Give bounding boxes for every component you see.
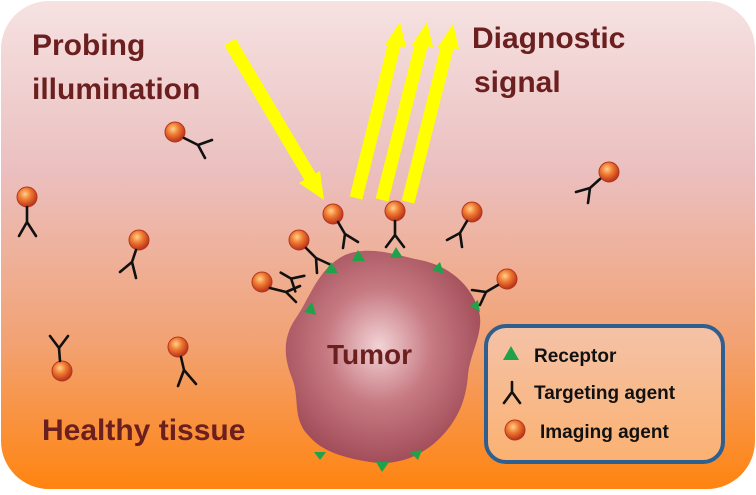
free-imaging-agents [16,121,620,388]
legend-targeting-agent-label: Targeting agent [534,383,676,404]
imaging-agent-legend-icon [504,419,526,441]
legend: Receptor Targeting agent Imaging agent [484,324,725,464]
receptor-markers [304,247,480,472]
legend-box [484,324,725,464]
healthy-tissue-label: Healthy tissue [42,414,245,447]
probing-arrow [224,38,324,200]
probing-label-line2: illumination [32,73,200,106]
tumor-shape [285,250,481,463]
diagnostic-label-line1: Diagnostic [472,22,625,55]
legend-imaging-agent-label: Imaging agent [540,422,669,443]
legend-receptor-label: Receptor [534,346,617,367]
diagnostic-label-line2: signal [474,66,561,99]
receptor-legend-icon [503,346,519,360]
probing-label-line1: Probing [32,29,145,62]
bound-imaging-agents [251,200,518,307]
targeting-agent-legend-icon [502,380,522,405]
tumor-label: Tumor [327,339,412,370]
diagnostic-arrows [349,22,459,204]
